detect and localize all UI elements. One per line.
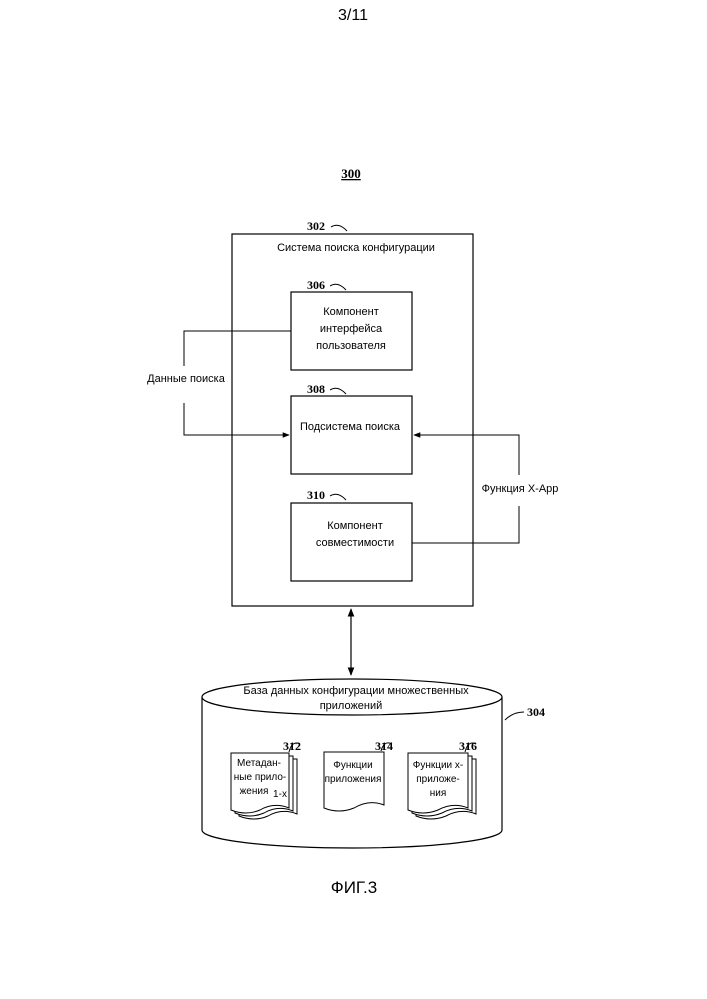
system-title: Система поиска конфигурации [277,242,435,254]
search-data-line-upper [184,331,291,366]
leader-302 [331,225,347,231]
metadata-doc-line-2: ные прило- [234,772,286,783]
leader-306 [330,284,346,290]
xapp-functions-line-3: ния [430,788,447,799]
figure-number: 300 [341,166,361,181]
compat-component-line-2: совместимости [316,537,394,549]
xapp-line-lower [412,506,519,543]
leader-308 [330,388,346,394]
leader-310 [330,494,346,500]
ref-302: 302 [307,219,325,233]
xapp-arrow [414,435,519,475]
metadata-doc-line-1: Метадан- [237,758,281,769]
ui-component-line-2: интерфейса [320,323,383,335]
metadata-doc-line-4: 1-х [273,789,287,800]
ref-304: 304 [527,705,545,719]
database-title-line-1: База данных конфигурации множественных [243,685,469,697]
figure-caption: ФИГ.3 [331,878,377,897]
app-functions-line-2: приложения [325,774,382,785]
ui-component-line-1: Компонент [323,306,378,318]
sheet-number: 3/11 [338,7,368,24]
xapp-functions-line-2: приложе- [416,774,460,785]
config-search-system-box [232,234,473,606]
ref-314: 314 [375,739,393,753]
search-subsystem-label: Подсистема поиска [300,421,401,433]
metadata-doc-line-3: жения [240,786,269,797]
ref-308: 308 [307,382,325,396]
database-title-line-2: приложений [320,700,383,712]
ref-310: 310 [307,488,325,502]
xapp-function-label: Функция X-App [482,483,559,495]
ui-component-line-3: пользователя [316,340,386,352]
compat-component-line-1: Компонент [327,520,382,532]
search-data-label: Данные поиска [147,373,226,385]
app-functions-line-1: Функции [333,760,372,771]
search-subsystem-box [291,396,412,474]
ref-306: 306 [307,278,325,292]
leader-304 [505,712,524,720]
xapp-functions-line-1: Функции х- [413,760,464,771]
search-data-arrow [184,403,289,435]
